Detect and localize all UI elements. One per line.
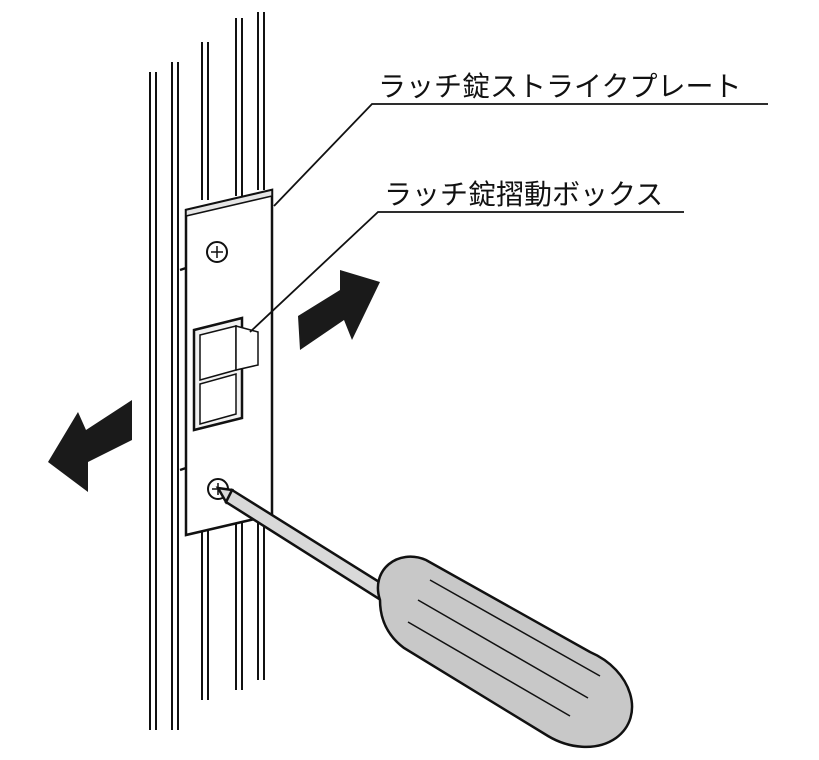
arrow-right-icon (298, 270, 380, 350)
strike-plate (179, 188, 274, 537)
frame-profile (149, 12, 265, 730)
arrow-left-icon (48, 400, 132, 492)
screwdriver-shaft (224, 488, 394, 604)
screwdriver (215, 486, 634, 749)
leader-strike-plate (273, 103, 768, 207)
callout-leaders (249, 103, 768, 333)
screwdriver-handle (376, 555, 634, 749)
leader-sliding-box (249, 211, 684, 333)
label-strike-plate: ラッチ錠ストライクプレート (378, 70, 741, 103)
screw-top (206, 241, 228, 263)
label-sliding-box: ラッチ錠摺動ボックス (384, 178, 663, 211)
